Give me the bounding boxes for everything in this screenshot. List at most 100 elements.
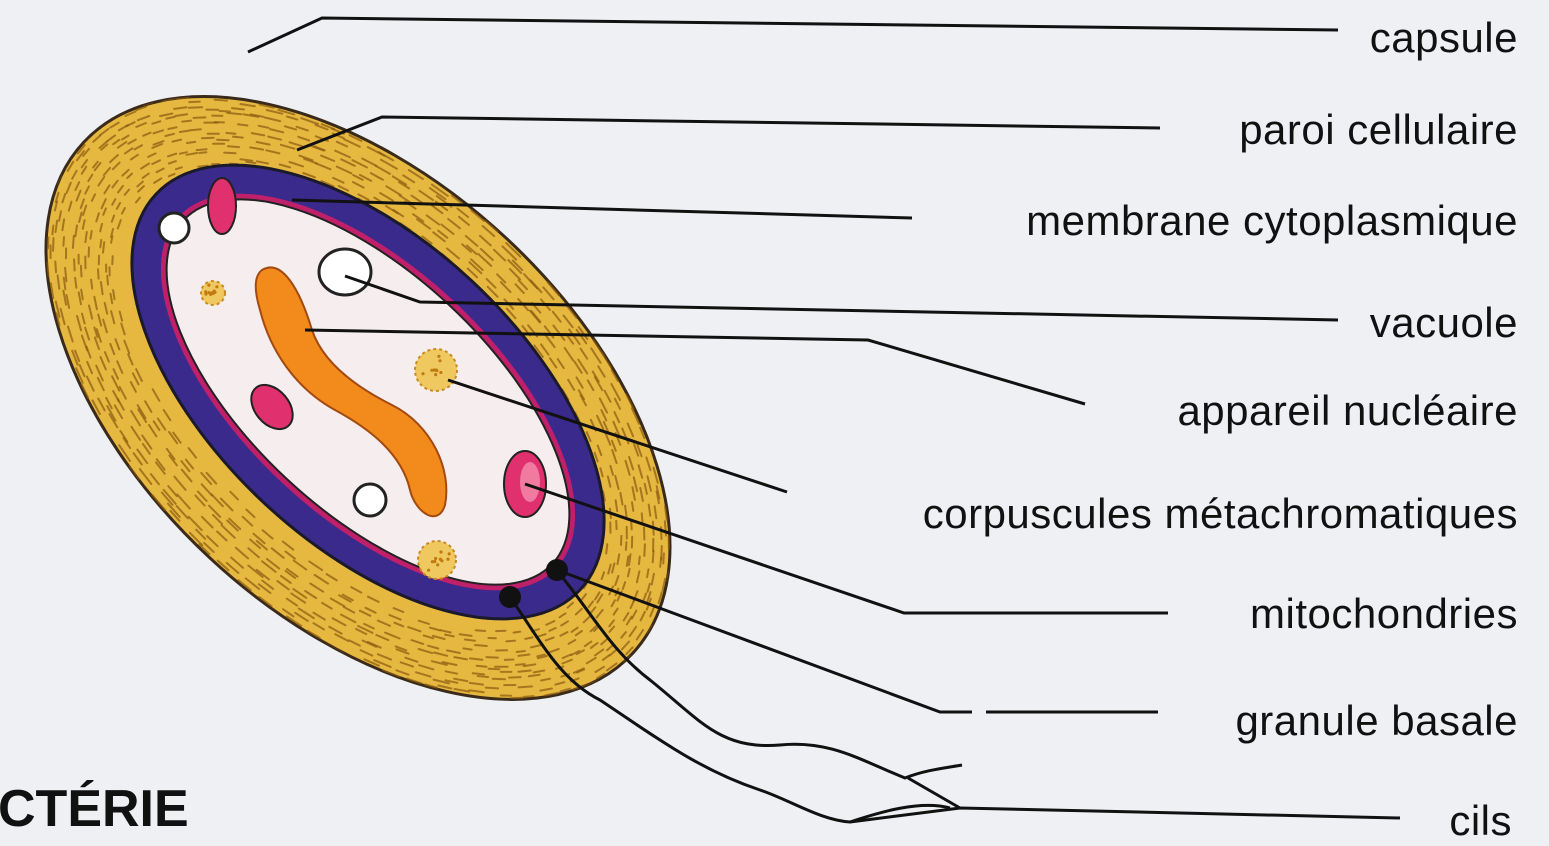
capsule-texture-stroke <box>233 137 243 138</box>
capsule-texture-stroke <box>73 236 74 248</box>
mitochondrion-dot <box>208 291 211 294</box>
mitochondrion-dot <box>421 372 424 375</box>
capsule-texture-stroke <box>518 671 531 672</box>
vacuole-shape <box>319 249 371 295</box>
capsule-texture-stroke <box>514 632 521 633</box>
capsule-texture-stroke <box>486 657 498 658</box>
capsule-texture-stroke <box>98 269 99 279</box>
capsule-texture-stroke <box>91 231 92 239</box>
capsule-texture-stroke <box>187 142 195 143</box>
label-cytoplasmic-membrane: membrane cytoplasmique <box>1026 197 1518 244</box>
capsule-texture-stroke <box>476 630 485 631</box>
diagram-title: CTÉRIE <box>0 780 189 838</box>
capsule-texture-stroke <box>52 226 53 235</box>
capsule-texture-stroke <box>194 117 206 118</box>
metachromatic-corpuscle <box>208 178 236 234</box>
capsule-texture-stroke <box>227 113 241 114</box>
capsule-texture-stroke <box>217 140 229 141</box>
capsule-texture-stroke <box>463 648 471 649</box>
capsule-texture-stroke <box>647 569 648 577</box>
mitochondrion-dot <box>438 359 441 362</box>
capsule-texture-stroke <box>91 280 92 289</box>
mitochondrion-dot <box>446 558 449 561</box>
capsule-texture-stroke <box>478 676 488 677</box>
mitochondrion-dot <box>213 290 216 293</box>
capsule-texture-stroke <box>470 658 482 659</box>
capsule-texture-stroke <box>519 686 532 687</box>
vacuole-shape <box>159 213 189 243</box>
capsule-texture-stroke <box>215 100 228 101</box>
label-vacuole: vacuole <box>1370 299 1518 346</box>
capsule-texture-stroke <box>626 542 627 550</box>
capsule-texture-stroke <box>524 696 534 697</box>
capsule-texture-stroke <box>81 266 82 277</box>
mitochondrion-dot <box>207 284 210 287</box>
mitochondrion-dot <box>434 557 437 560</box>
mitochondrion-dot <box>448 552 451 555</box>
capsule-texture-stroke <box>75 278 76 288</box>
capsule-texture-stroke <box>180 131 188 132</box>
mitochondrion-shape <box>418 541 456 579</box>
capsule-texture-stroke <box>85 232 86 242</box>
capsule-texture-stroke <box>493 679 505 680</box>
capsule-texture-stroke <box>506 641 515 642</box>
capsule-texture-stroke <box>103 242 104 253</box>
mitochondrion-dot <box>427 569 430 572</box>
capsule-texture-stroke <box>189 102 200 103</box>
leader-line-capsule <box>248 18 1338 52</box>
capsule-texture-stroke <box>220 111 231 112</box>
capsule-texture-stroke <box>465 640 475 641</box>
mitochondrion-dot <box>430 369 433 372</box>
capsule-texture-stroke <box>660 558 661 567</box>
capsule-texture-stroke <box>63 237 64 246</box>
label-capsule: capsule <box>1370 14 1518 61</box>
capsule-texture-stroke <box>632 502 633 511</box>
capsule-texture-stroke <box>189 129 201 130</box>
capsule-texture-stroke <box>228 146 239 147</box>
capsule-texture-stroke <box>182 121 191 122</box>
mitochondrion-dot <box>439 371 442 374</box>
capsule-texture-stroke <box>238 124 247 125</box>
mitochondrion-dot <box>434 373 437 376</box>
capsule-texture-stroke <box>55 262 56 273</box>
capsule-texture-stroke <box>644 544 645 556</box>
label-nuclear-apparatus: appareil nucléaire <box>1177 387 1518 434</box>
capsule-texture-stroke <box>53 238 54 251</box>
capsule-texture-stroke <box>100 240 101 248</box>
capsule-texture-stroke <box>663 553 664 563</box>
capsule-texture-stroke <box>639 557 640 565</box>
label-basal-granule: granule basale <box>1235 697 1518 744</box>
mitochondrion-dot <box>433 560 436 563</box>
capsule-texture-stroke <box>625 506 626 517</box>
label-cilia: cils <box>1449 797 1512 844</box>
capsule-texture-stroke <box>107 276 108 285</box>
capsule-texture-stroke <box>232 108 244 109</box>
capsule-texture-stroke <box>197 149 207 150</box>
capsule-texture-stroke <box>489 669 500 670</box>
leader-line-cilia-2 <box>908 778 960 808</box>
label-metachromatic-corpuscles: corpuscules métachromatiques <box>923 490 1518 537</box>
capsule-texture-stroke <box>226 133 235 134</box>
capsule-texture-stroke <box>113 290 114 299</box>
capsule-texture-stroke <box>517 651 525 652</box>
mitochondrion-dot <box>215 285 218 288</box>
capsule-texture-stroke <box>486 688 498 689</box>
label-mitochondria: mitochondries <box>1250 590 1518 637</box>
mitochondrion-dot <box>437 355 440 358</box>
capsule-texture-stroke <box>653 551 654 563</box>
basal-granule-shape <box>499 586 521 608</box>
leader-line-cell-wall <box>297 117 1160 150</box>
capsule-texture-stroke <box>475 645 487 646</box>
capsule-texture-stroke <box>47 263 48 276</box>
capsule-texture-stroke <box>65 268 66 282</box>
capsule-texture-stroke <box>74 259 75 270</box>
mitochondrion-dot <box>436 563 439 566</box>
capsule-texture-stroke <box>519 655 530 656</box>
mitochondrion-dot <box>439 550 442 553</box>
capsule-texture-stroke <box>473 673 484 674</box>
capsule-texture-stroke <box>202 138 214 139</box>
capsule-texture-stroke <box>189 107 202 108</box>
label-cell-wall: paroi cellulaire <box>1239 106 1518 153</box>
mitochondrion-dot <box>439 558 442 561</box>
